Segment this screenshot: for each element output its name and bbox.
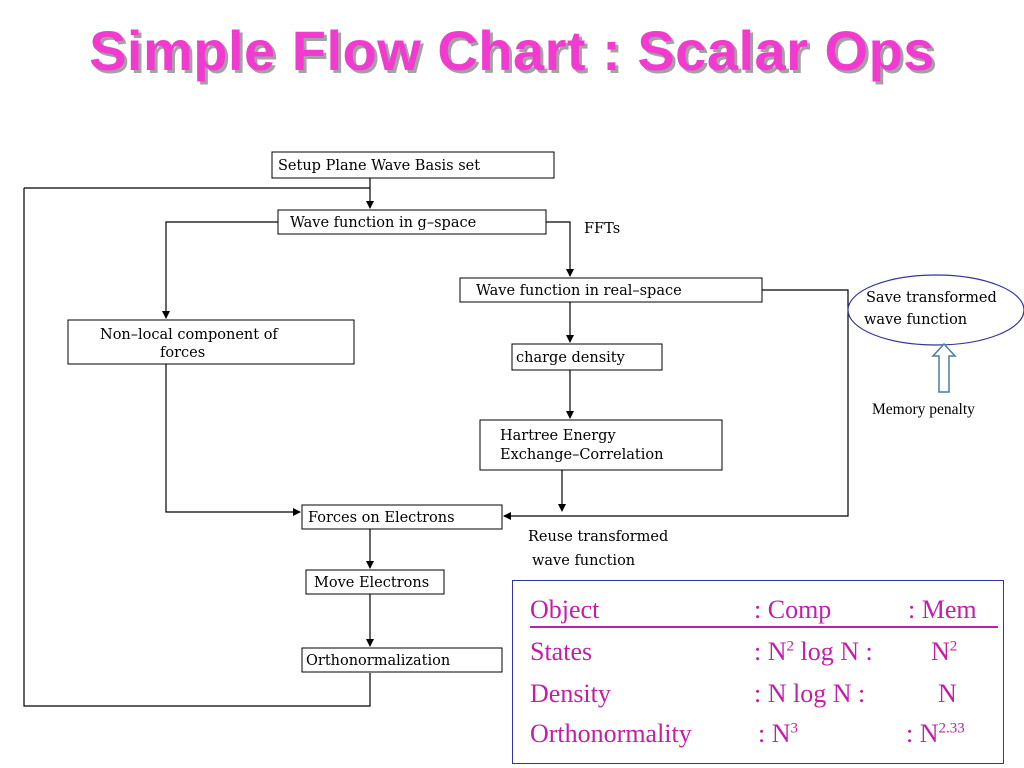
page-title: Simple Flow Chart : Scalar Ops bbox=[89, 19, 935, 82]
save-label-2: wave function bbox=[864, 312, 967, 328]
memory-penalty-label: Memory penalty bbox=[872, 401, 975, 418]
wave-real-box bbox=[459, 277, 763, 303]
setup-label: Setup Plane Wave Basis set bbox=[278, 158, 480, 174]
ortho-label: Orthonormalization bbox=[306, 653, 450, 669]
row-comp: : N log N : bbox=[754, 679, 866, 708]
forces-label: Forces on Electrons bbox=[308, 510, 455, 526]
hartree-box bbox=[479, 419, 723, 471]
forces-box bbox=[301, 504, 503, 530]
row-mem: N2 bbox=[931, 637, 958, 666]
move-box bbox=[305, 569, 445, 595]
row-object: Orthonormality bbox=[530, 719, 692, 748]
charge-label: charge density bbox=[516, 350, 626, 366]
wave-real-label: Wave function in real–space bbox=[476, 283, 682, 299]
memory-penalty-arrow bbox=[931, 342, 957, 393]
row-comp: : N3 bbox=[758, 719, 798, 748]
arrow-reuse-to-forces bbox=[503, 289, 849, 520]
move-label: Move Electrons bbox=[314, 575, 429, 591]
arrow-to-nonlocal bbox=[162, 221, 278, 319]
row-mem: N bbox=[938, 679, 957, 708]
save-label-1: Save transformed bbox=[866, 290, 997, 306]
wave-g-label: Wave function in g–space bbox=[290, 215, 476, 231]
nonlocal-label-2: forces bbox=[160, 345, 205, 361]
nonlocal-box bbox=[67, 319, 355, 365]
ffts-label: FFTs bbox=[584, 221, 620, 237]
header-object: Object bbox=[530, 595, 600, 624]
header-comp: : Comp bbox=[754, 595, 832, 624]
setup-box bbox=[271, 151, 555, 179]
loop-back-line bbox=[23, 188, 371, 707]
wave-g-box bbox=[277, 209, 547, 235]
row-object: Density bbox=[530, 679, 611, 708]
arrow-to-wave-real bbox=[546, 221, 574, 277]
reuse-label-1: Reuse transformed bbox=[528, 529, 668, 545]
hartree-label-2: Exchange–Correlation bbox=[500, 447, 663, 463]
header-mem: : Mem bbox=[908, 595, 977, 624]
nonlocal-label-1: Non–local component of bbox=[100, 327, 279, 343]
row-comp: : N2 log N : bbox=[754, 637, 873, 666]
arrow-nonlocal-to-forces bbox=[165, 364, 301, 516]
header-underline bbox=[530, 626, 998, 628]
reuse-label-2: wave function bbox=[532, 553, 635, 569]
ortho-box bbox=[301, 647, 503, 673]
hartree-label-1: Hartree Energy bbox=[500, 428, 616, 444]
row-mem: : N2.33 bbox=[906, 719, 965, 748]
complexity-table: Object : Comp : Mem States : N2 log N : … bbox=[512, 580, 1004, 764]
row-object: States bbox=[530, 637, 593, 666]
save-ellipse bbox=[847, 274, 1024, 346]
charge-box bbox=[511, 343, 663, 371]
